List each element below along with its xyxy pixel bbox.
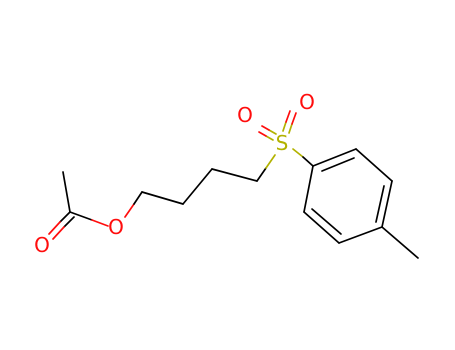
ring-bond-3 (381, 180, 393, 228)
ring-bond-1 (312, 148, 357, 167)
ring-bond-5 (303, 211, 340, 244)
bond-carbonyl-oxygen-ester (69, 211, 93, 221)
bond-carbonyl-double-a (59, 211, 71, 223)
atom-label-oxygen-ester: O (108, 215, 124, 239)
bond-chain-to-sulfur-yellow (265, 154, 276, 169)
bond-carbonyl-double-a-red (48, 221, 61, 235)
atom-label-oxygen-sulfonyl-top: O (299, 90, 315, 114)
atom-label-oxygen-sulfonyl-left: O (237, 103, 253, 127)
bond-sulfur-oxygen-left-b-red (261, 125, 270, 131)
atom-label-sulfur: S (276, 131, 289, 155)
bond-ring-methyl (381, 226, 419, 259)
bond-chain-to-sulfur (256, 167, 267, 182)
ring-bond-4 (338, 226, 383, 244)
bond-sulfur-oxygen-top-b-yellow (282, 121, 287, 132)
bond-chain-2 (182, 168, 213, 205)
bond-sulfur-ring (302, 156, 314, 167)
ring-inner-bond-a (321, 157, 355, 172)
bond-oxygen-chain (133, 191, 143, 205)
bond-sulfur-oxygen-left-a-yellow (265, 135, 274, 141)
ring-bond-2 (355, 148, 393, 182)
bond-carbonyl-double-b (63, 216, 75, 228)
bond-carbonyl-double-b-red (52, 226, 65, 240)
ring-inner-bond-b (375, 185, 385, 223)
bond-methyl-carbonyl (62, 171, 71, 213)
bond-sulfur-oxygen-top-a-red (291, 112, 297, 125)
bond-sulfur-oxygen-left-b-yellow (268, 129, 277, 135)
ring-inner-bond-c (311, 208, 342, 235)
atom-label-oxygen-carbonyl: O (34, 233, 50, 257)
ring-bond-6 (303, 165, 314, 213)
bond-sulfur-oxygen-top-a-yellow (288, 123, 293, 134)
bond-chain-3 (211, 168, 258, 182)
bond-sulfur-oxygen-top-b-red (285, 110, 291, 123)
bond-oxygen-chain-red (124, 203, 135, 218)
bond-carbonyl-oxygen-ester-red (91, 219, 109, 227)
bond-sulfur-ring-yellow (292, 148, 304, 158)
bond-chain-1 (141, 191, 184, 205)
bond-sulfur-oxygen-left-a-red (258, 131, 267, 137)
